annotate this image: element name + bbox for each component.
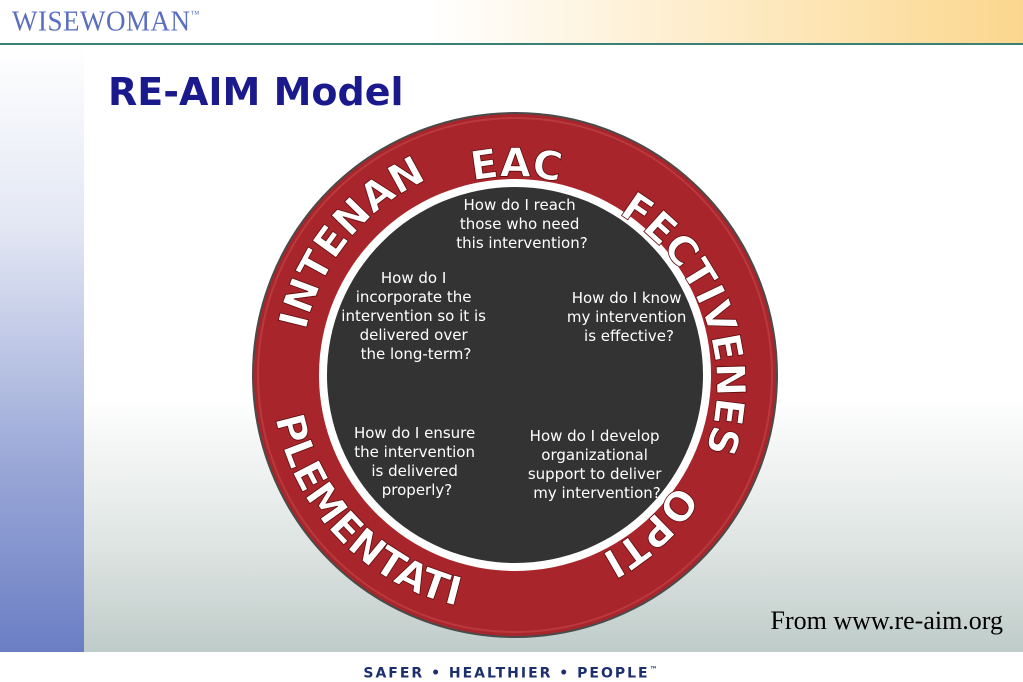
center-disc (327, 187, 703, 563)
source-caption: From www.re-aim.org (770, 606, 1003, 635)
left-gradient-band (0, 45, 84, 652)
question-reach: How do I reach those who need this inter… (456, 196, 587, 252)
footer-tagline: SAFER • HEALTHIER • PEOPLE™ (363, 665, 660, 682)
wisewoman-logo: WISEWOMAN™ (12, 5, 200, 37)
header-bar (0, 0, 1023, 44)
question-effectiveness: How do I know my intervention is effecti… (567, 289, 691, 345)
ring-highlight (257, 117, 773, 633)
question-maintenance: How do I incorporate the intervention so… (341, 269, 490, 363)
question-implementation: How do I ensure the intervention is deli… (354, 424, 480, 499)
footer-bar (0, 652, 1023, 682)
question-adoption: How do I develop organizational support … (528, 427, 666, 502)
re-aim-diagram: REACH EFFECTIVENESS ADOPTION IMPLEMENTAT… (250, 110, 778, 638)
header-rule (0, 43, 1023, 45)
slide-title: RE-AIM Model (108, 70, 404, 114)
